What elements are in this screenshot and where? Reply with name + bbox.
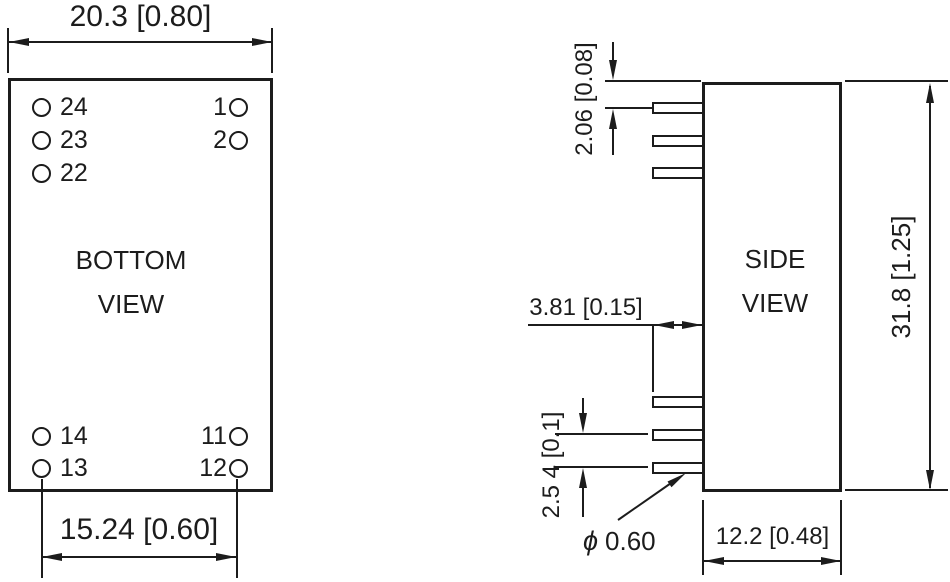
pin-hole-12: [229, 459, 248, 478]
pin-hole-22: [32, 164, 51, 183]
width-dim-label: 20.3 [0.80]: [69, 0, 212, 33]
side-pin: [652, 135, 704, 147]
pin-pitch-dim-line: [582, 398, 584, 415]
body-height-dim-line: [929, 86, 931, 488]
pin-hole-11: [229, 427, 248, 446]
pin-length-dim-label: 3.81 [0.15]: [529, 294, 643, 321]
pin-diameter-leader: [617, 473, 686, 521]
body-depth-dim-label: 12.2 [0.48]: [715, 523, 830, 550]
leader-line: [617, 480, 675, 521]
arrowhead-up: [609, 109, 617, 129]
bottom-view-body: [8, 78, 273, 492]
extension-line: [845, 80, 948, 82]
side-pin: [652, 462, 704, 474]
side-view-body: [702, 82, 842, 492]
pin-hole-1: [229, 98, 248, 117]
pin-label: 1: [213, 93, 227, 121]
extension-line: [236, 479, 238, 578]
pin-offset-dim-label: 2.06 [0.08]: [571, 42, 598, 156]
extension-line: [652, 325, 654, 392]
extension-line: [840, 500, 842, 575]
bottom-view-title: VIEW: [97, 289, 165, 319]
extension-line: [7, 28, 9, 73]
pin-hole-13: [32, 459, 51, 478]
pin-label: 2: [213, 126, 227, 154]
pin-label: 23: [60, 126, 88, 154]
pin-span-dim-line: [42, 556, 237, 558]
pin-hole-23: [32, 131, 51, 150]
side-view-title: SIDE: [744, 244, 806, 274]
arrowhead-right: [682, 321, 702, 329]
body-height-dim-label: 31.8 [1.25]: [886, 215, 916, 339]
extension-line: [555, 466, 648, 468]
pin-label: 14: [60, 422, 88, 450]
pin-hole-2: [229, 131, 248, 150]
side-pin: [652, 102, 704, 114]
pin-hole-24: [32, 98, 51, 117]
body-depth-dim-line: [703, 560, 842, 562]
bottom-view-title: BOTTOM: [75, 245, 187, 275]
pin-length-dim-line: [528, 324, 703, 326]
extension-line: [845, 489, 948, 491]
arrowhead-right: [821, 557, 841, 565]
arrowhead-up: [579, 468, 587, 488]
arrowhead-down: [609, 60, 617, 80]
pin-offset-dim-line: [612, 42, 614, 62]
pin-label: 13: [60, 454, 88, 482]
side-pin: [652, 167, 704, 179]
arrowhead-leader: [667, 473, 686, 488]
extension-line: [702, 500, 704, 575]
pin-label: 24: [60, 93, 88, 121]
pin-label: 12: [199, 454, 227, 482]
extension-line: [555, 433, 648, 435]
arrowhead-left: [9, 38, 29, 46]
arrowhead-left: [704, 557, 724, 565]
extension-line: [41, 479, 43, 578]
width-dim-line: [8, 41, 273, 43]
pin-pitch-dim-label: 2.5 4 [0.1]: [538, 411, 565, 519]
pin-pitch-dim-line: [582, 486, 584, 517]
pin-label: 11: [201, 422, 227, 450]
arrowhead-right: [216, 553, 236, 561]
pin-diameter-value: 0.60: [605, 526, 656, 556]
arrowhead-down: [926, 470, 934, 490]
extension-line: [271, 28, 273, 73]
pin-hole-14: [32, 427, 51, 446]
extension-line: [605, 107, 652, 109]
arrowhead-left: [42, 553, 62, 561]
arrowhead-left: [654, 321, 674, 329]
side-pin: [652, 429, 704, 441]
arrowhead-right: [252, 38, 272, 46]
extension-line: [605, 80, 701, 82]
arrowhead-down: [579, 413, 587, 433]
arrowhead-up: [926, 83, 934, 103]
pin-span-dim-label: 15.24 [0.60]: [59, 513, 219, 546]
phi-symbol: ϕ: [583, 526, 599, 556]
side-pin: [652, 396, 704, 408]
pin-label: 22: [60, 159, 88, 187]
pin-offset-dim-line: [612, 127, 614, 155]
side-view-title: VIEW: [741, 288, 809, 318]
